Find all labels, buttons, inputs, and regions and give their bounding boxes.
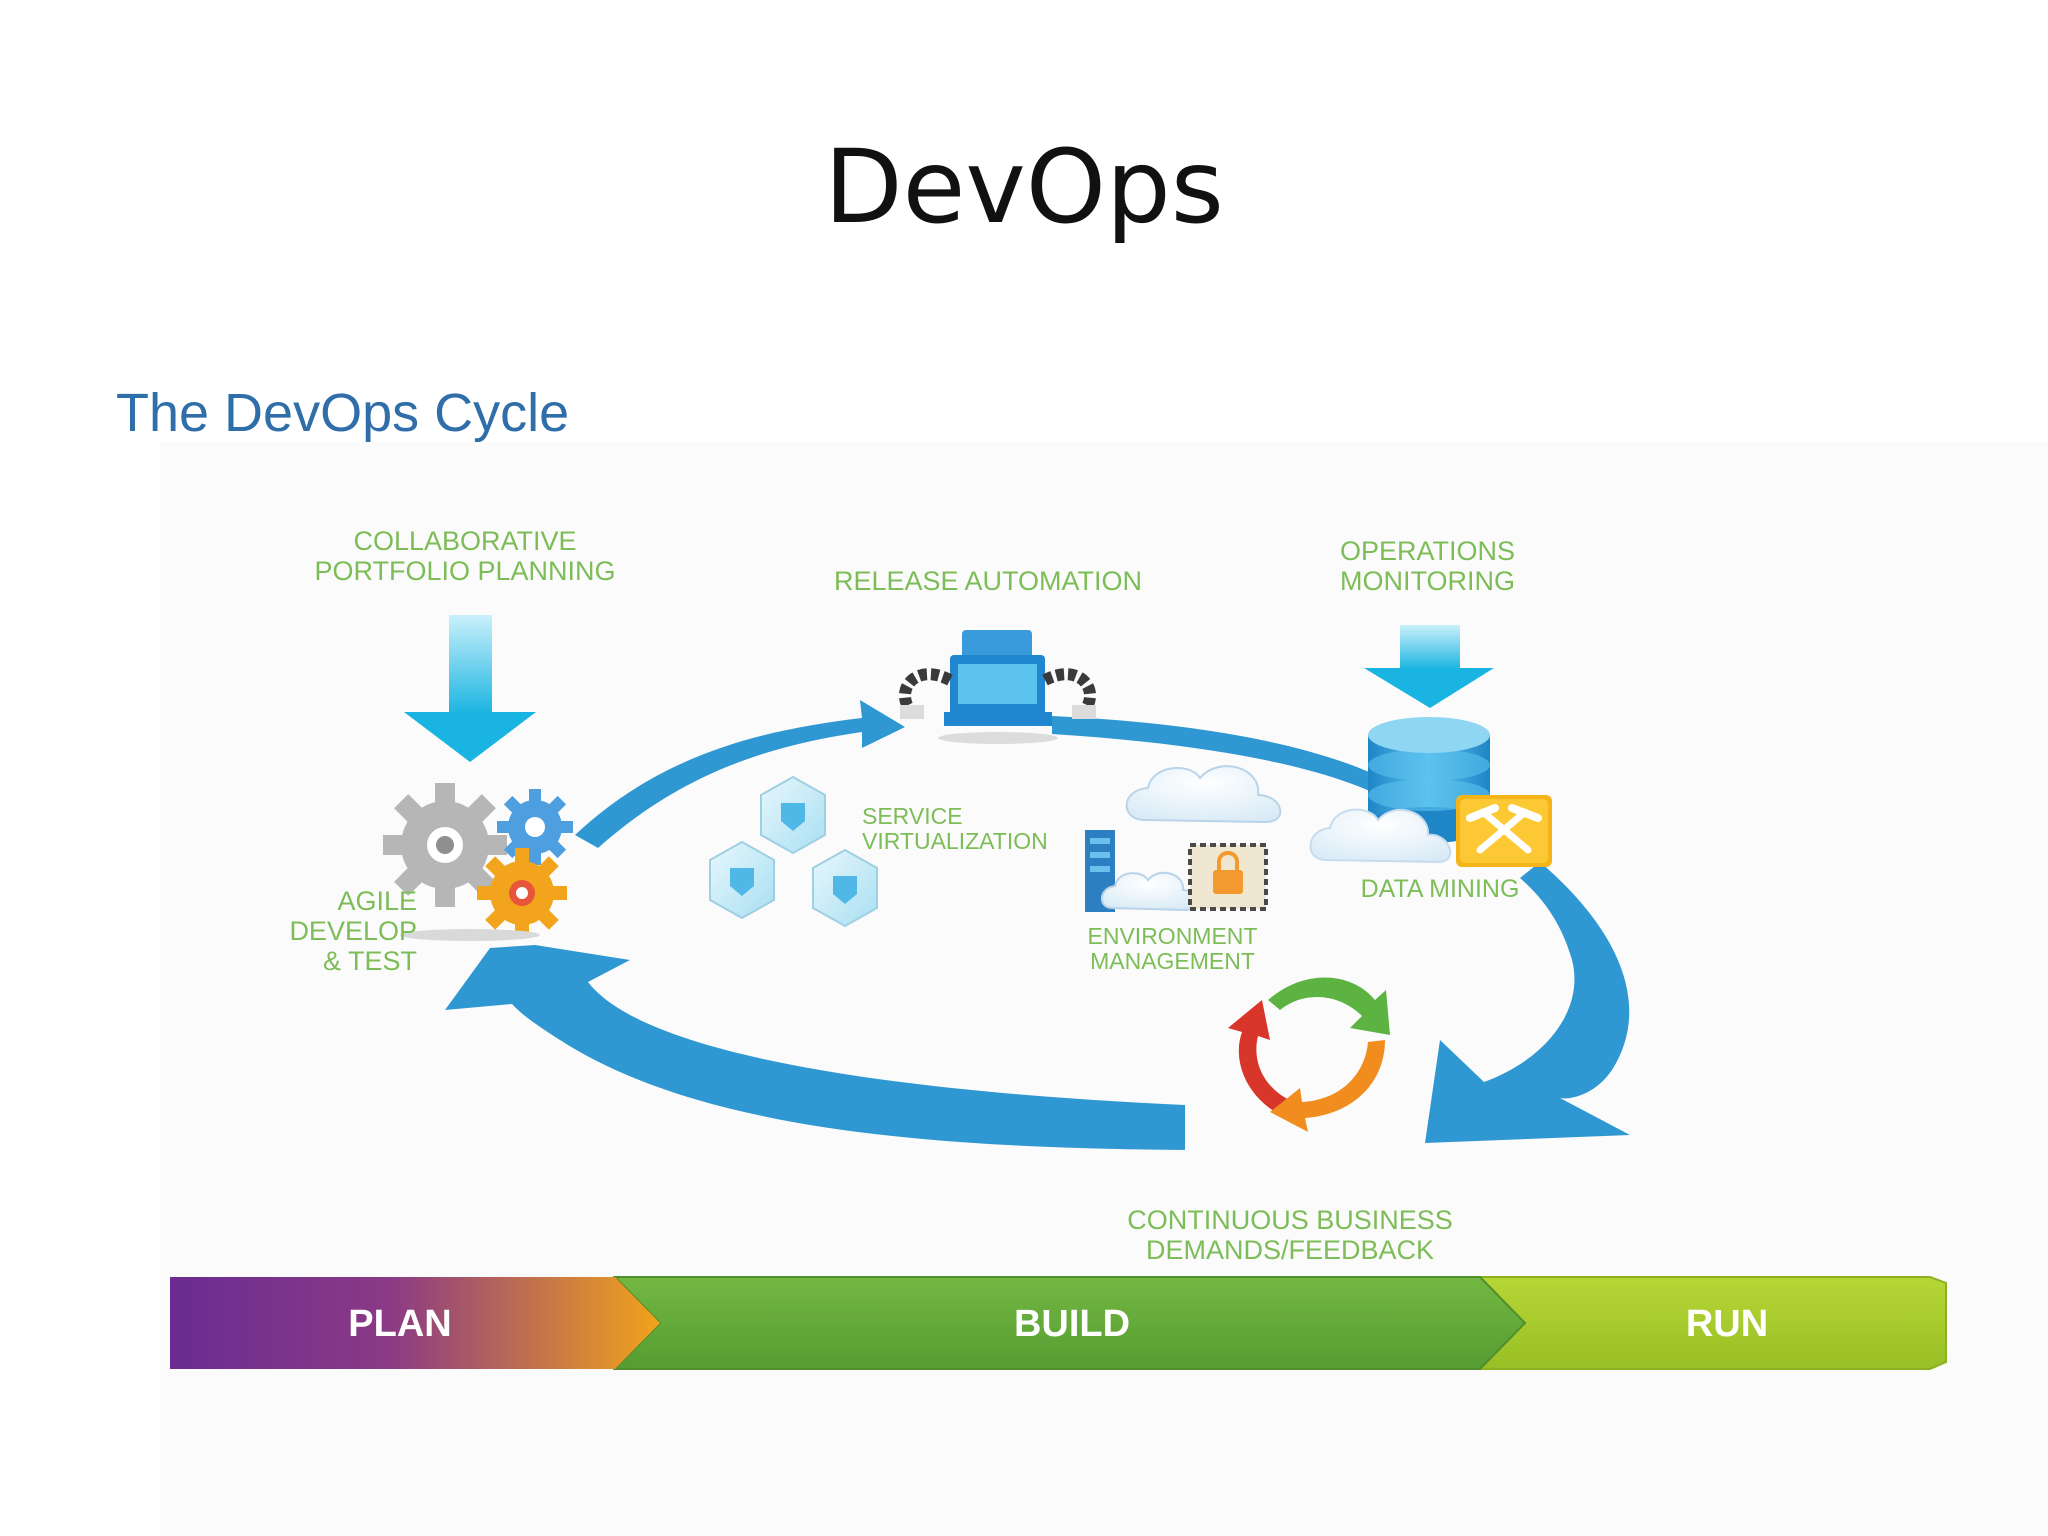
shield-cube-icon (709, 775, 878, 928)
cycle-arrow-feedback-to-develop (445, 945, 1185, 1150)
gears-icon (383, 783, 573, 941)
phase-bar: PLAN BUILD RUN (170, 1276, 1947, 1370)
label-release-automation: RELEASE AUTOMATION (833, 566, 1143, 596)
cloud-icon (1125, 765, 1282, 824)
label-service-virtualization: SERVICE VIRTUALIZATION (862, 803, 1048, 854)
cycle-arrow-ops-to-feedback (1425, 862, 1630, 1143)
cycle-arrow-release-to-ops (1052, 716, 1378, 792)
label-operations-monitoring: OPERATIONS MONITORING (1339, 536, 1516, 596)
phase-run-label: RUN (1686, 1303, 1768, 1345)
diagram-title: The DevOps Cycle (116, 383, 570, 443)
label-agile-develop-test: AGILE DEVELOP & TEST (289, 886, 417, 976)
phase-plan-label: PLAN (348, 1303, 451, 1345)
hammer-pick-icon (1456, 795, 1552, 867)
cloud-icon (1100, 871, 1197, 912)
database-icon (1368, 717, 1490, 843)
phase-plan (170, 1277, 660, 1369)
cycle-arrow-plan-to-release (575, 700, 905, 848)
label-business-feedback: CONTINUOUS BUSINESS DEMANDS/FEEDBACK (1127, 1205, 1453, 1265)
label-portfolio-planning: COLLABORATIVE PORTFOLIO PLANNING (314, 526, 616, 586)
slide-title: DevOps (824, 128, 1224, 247)
lock-icon (1188, 843, 1268, 911)
robot-arms-icon (899, 630, 1096, 744)
cycle-arrows (445, 700, 1630, 1150)
phase-build-label: BUILD (1014, 1303, 1130, 1345)
down-arrow-icon (1364, 625, 1494, 708)
cloud-icon (1309, 808, 1452, 864)
label-data-mining: DATA MINING (1360, 875, 1520, 903)
label-environment-management: ENVIRONMENT MANAGEMENT (1087, 923, 1258, 974)
recycle-arrows-icon (1228, 977, 1390, 1132)
down-arrow-icon (404, 615, 536, 762)
